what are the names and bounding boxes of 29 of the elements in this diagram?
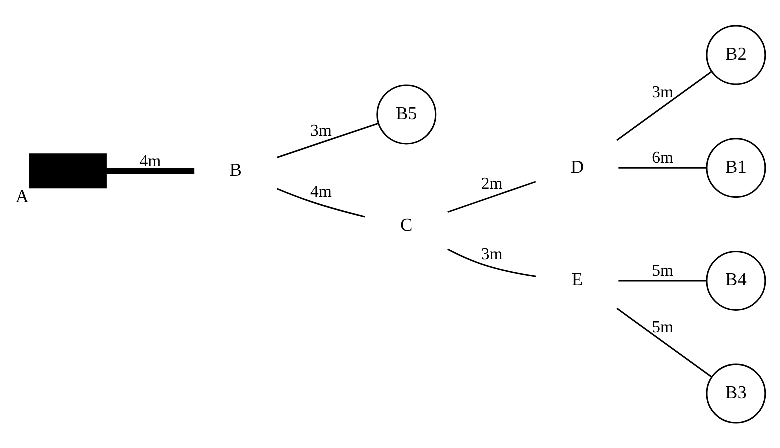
node-circle: B2: [706, 24, 766, 85]
node-label: A: [16, 186, 29, 206]
node-text: D: [570, 156, 584, 176]
connector: [106, 168, 195, 174]
node-text: B: [230, 159, 242, 180]
node-circle: B4: [706, 250, 766, 310]
edge-label: 5m: [652, 260, 674, 280]
node-circle: B5: [376, 84, 437, 144]
connector: [448, 180, 536, 213]
connector: [616, 307, 712, 378]
edge-label: 3m: [310, 120, 332, 140]
connector: [616, 70, 712, 141]
edge-label: 4m: [140, 150, 162, 170]
node-circle: B1: [706, 138, 766, 198]
node-text: E: [572, 269, 584, 290]
edge-label: 2m: [481, 174, 503, 193]
edge-label: 6m: [652, 148, 674, 167]
node-box: [29, 153, 107, 188]
connector: [276, 188, 366, 218]
edge-label: 3m: [652, 82, 674, 102]
connector: [448, 248, 536, 277]
node-text: C: [400, 214, 413, 234]
edge-label: 4m: [310, 181, 332, 200]
connector: [618, 280, 707, 282]
connector: [618, 166, 707, 168]
edge-label: 5m: [652, 316, 674, 336]
connector: [276, 122, 379, 158]
node-circle: B3: [706, 363, 766, 424]
edge-label: 3m: [481, 244, 503, 263]
